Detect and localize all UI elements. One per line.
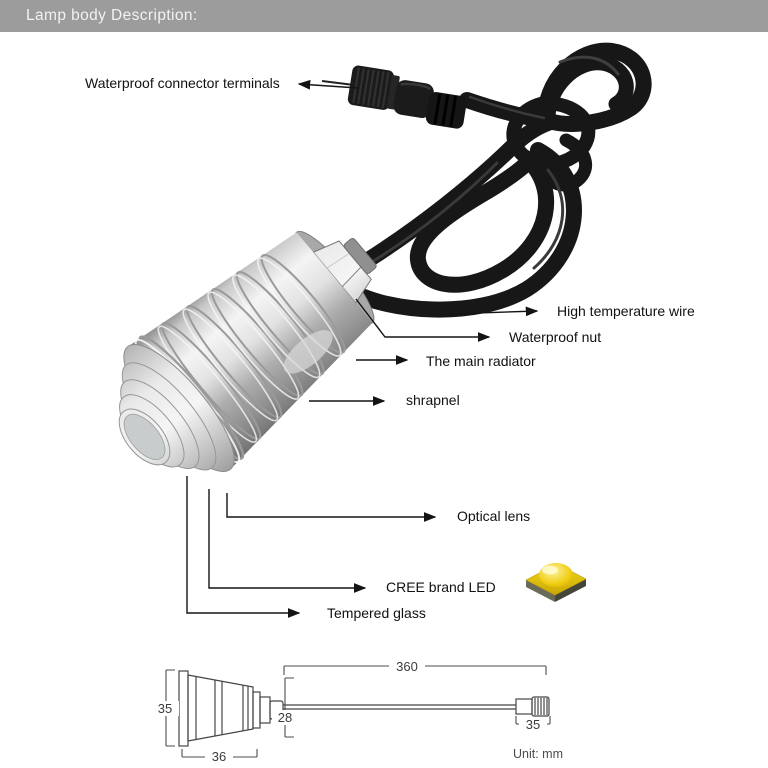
label-main-radiator: The main radiator — [426, 353, 536, 369]
connector-pin — [321, 80, 355, 86]
callout-connector-terminals — [297, 79, 359, 90]
callout-lines — [186, 79, 539, 618]
shrapnel-area — [283, 330, 333, 374]
label-cree-brand-led: CREE brand LED — [386, 579, 496, 595]
label-optical-lens: Optical lens — [457, 508, 531, 524]
header-bar: Lamp body Description: — [0, 0, 768, 32]
dim-nut-height: 28 — [272, 710, 298, 725]
dim-cable-length: 360 — [389, 659, 425, 674]
label-waterproof-connector-terminals: Waterproof connector terminals — [85, 75, 280, 91]
cable-photo — [343, 42, 652, 318]
callout-high-temp-wire — [446, 306, 539, 317]
dim-connector-length: 35 — [519, 717, 547, 732]
label-shrapnel: shrapnel — [406, 392, 460, 408]
callout-waterproof-nut — [355, 298, 491, 342]
unit-note: Unit: mm — [513, 747, 563, 761]
label-tempered-glass: Tempered glass — [327, 605, 426, 621]
callout-tempered-glass — [186, 476, 301, 618]
lamp-body-photo — [118, 230, 377, 473]
dim-body-height: 35 — [151, 701, 179, 716]
dim-body-width: 36 — [205, 749, 233, 764]
waterproof-connector-photo — [321, 65, 467, 129]
led-chip-image — [525, 563, 587, 602]
callout-cree-led — [208, 489, 367, 593]
dimension-drawing — [165, 665, 551, 758]
tempered-glass-part — [123, 413, 166, 460]
label-waterproof-nut: Waterproof nut — [509, 329, 602, 345]
label-high-temperature-wire: High temperature wire — [557, 303, 695, 319]
page-title: Lamp body Description: — [26, 7, 198, 24]
callout-optical-lens — [226, 493, 437, 522]
